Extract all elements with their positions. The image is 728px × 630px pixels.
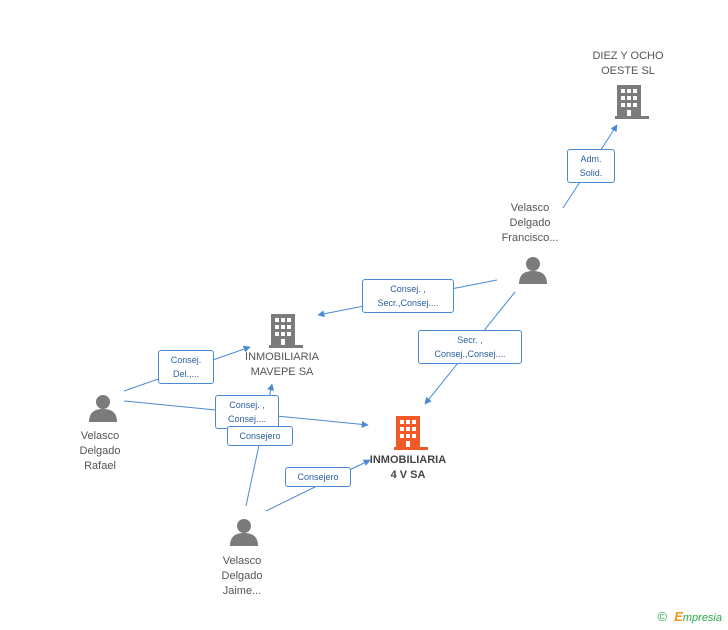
building-icon[interactable]	[615, 83, 649, 119]
role-jaime-mavepe[interactable]: Consejero	[227, 426, 293, 446]
role-francisco-mavepe[interactable]: Consej. , Secr.,Consej....	[362, 279, 454, 313]
person-jaime-label[interactable]: Velasco Delgado Jaime...	[221, 555, 263, 597]
building-icon-main[interactable]	[394, 414, 428, 450]
role-francisco-main[interactable]: Secr. , Consej.,Consej....	[418, 330, 522, 364]
brand-logo-initial: E	[674, 609, 683, 624]
role-jaime-main[interactable]: Consejero	[285, 467, 351, 487]
copyright-icon: ©	[657, 609, 668, 624]
company-diez-y-ocho-label[interactable]: DIEZ Y OCHO OESTE SL	[592, 50, 664, 77]
person-francisco-label[interactable]: Velasco Delgado Francisco...	[501, 202, 559, 244]
brand-footer[interactable]: © Empresia	[658, 609, 722, 624]
person-rafael-label[interactable]: Velasco Delgado Rafael	[79, 430, 121, 472]
company-mavepe-label[interactable]: INMOBILIARIA MAVEPE SA	[245, 351, 319, 378]
company-main-label[interactable]: INMOBILIARIA 4 V SA	[369, 454, 447, 481]
role-rafael-main[interactable]: Consej. , Consej....	[215, 395, 279, 429]
role-francisco-diez[interactable]: Adm. Solid.	[567, 149, 615, 183]
person-icon[interactable]	[88, 394, 118, 422]
building-icon[interactable]	[269, 312, 303, 348]
role-rafael-mavepe[interactable]: Consej. Del.,...	[158, 350, 214, 384]
person-icon[interactable]	[229, 518, 259, 546]
person-icon[interactable]	[518, 256, 548, 284]
brand-logo-text: mpresia	[682, 612, 722, 624]
